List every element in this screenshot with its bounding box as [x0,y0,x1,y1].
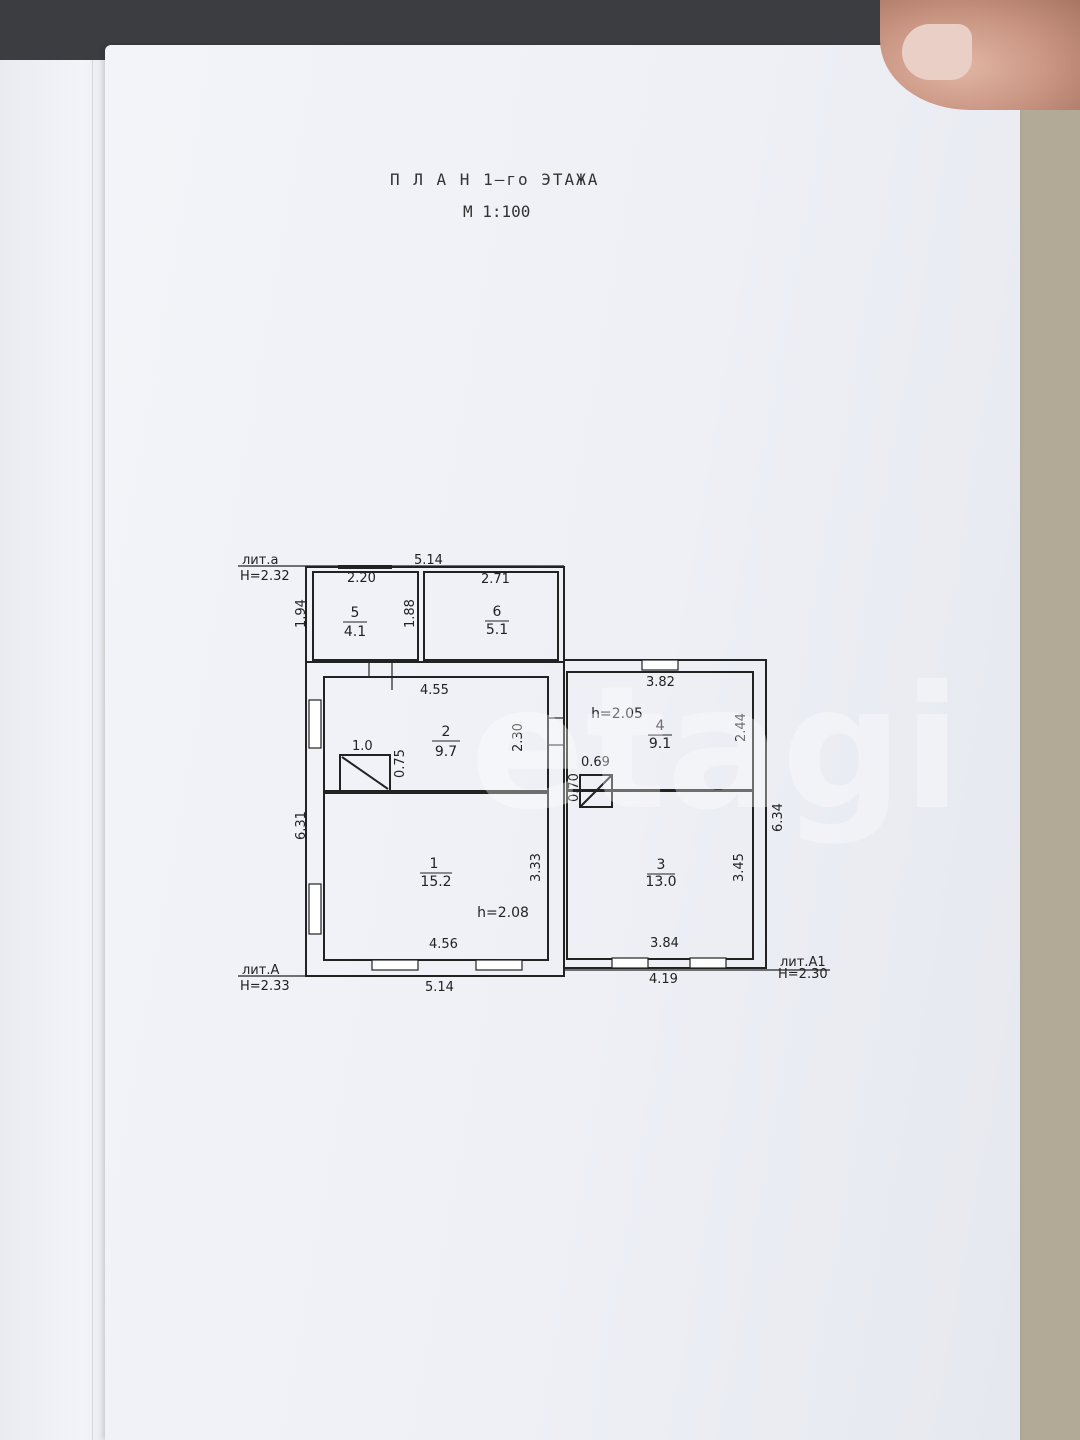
annex-outer-wall [305,566,565,663]
dim-closet-width: 0.69 [581,755,610,770]
label-h-bottom-left: Н=2.33 [240,979,290,994]
room-3-area: 13.0 [645,874,676,890]
label-lit-a: лит.А [242,963,279,978]
room-1-outline [323,792,549,961]
window [308,699,322,749]
label-h-bottom-right: Н=2.30 [778,967,828,982]
dim-left-side-total: 6.31 [294,811,309,840]
room-2-outline [323,676,549,792]
window [371,959,419,971]
window [641,659,679,671]
room-1-area: 15.2 [420,874,451,890]
room-1-height: h=2.08 [477,905,529,921]
room-6-number: 6 [493,604,502,620]
dim-room6-width: 2.71 [481,572,510,587]
plan-scale: М 1:100 [463,202,531,221]
room-3-number: 3 [657,857,666,873]
dim-room1-width: 4.56 [429,937,458,952]
page-edge [92,60,93,1440]
stair-diagonal [341,756,389,790]
window [308,883,322,935]
room-6-area: 5.1 [486,622,508,638]
watermark: etagi [470,650,962,848]
room-3-outline [566,790,754,960]
room-5-area: 4.1 [344,624,366,640]
dim-room4-width: 3.82 [646,675,675,690]
room-4-area: 9.1 [649,736,671,752]
dim-room5-height: 1.88 [403,599,418,628]
dim-room5-width: 2.20 [347,571,376,586]
label-lit-a1: лит.А1 [780,955,826,970]
dim-bottom-right-total: 4.19 [649,972,678,987]
closet [579,774,613,808]
fingernail [902,24,972,80]
dim-room1-height: 3.33 [529,853,544,882]
window [689,957,727,969]
room-6-outline [423,571,559,661]
top-wall-thick-segment [338,565,392,569]
room-2-number: 2 [442,724,451,740]
room-5-number: 5 [351,605,360,621]
paper-sheet [105,45,1020,1440]
room-5-outline [312,571,419,661]
dim-stair-width: 1.0 [352,739,373,754]
label-lit-a-small: лит.а [242,553,278,568]
left-page [0,60,120,1440]
room-4-number: 4 [656,718,665,734]
dim-room2-height: 2.30 [511,723,526,752]
room-1-number: 1 [430,856,439,872]
dim-room3-height: 3.45 [732,853,747,882]
room-4-height: h=2.05 [591,706,643,722]
dim-left-side-top: 1.94 [294,599,309,628]
dim-room3-width: 3.84 [650,936,679,951]
plan-title: П Л А Н 1–го ЭТАЖА [390,170,600,189]
dim-right-side-total: 6.34 [771,803,786,832]
label-h-top-left: Н=2.32 [240,569,290,584]
dim-bottom-left-total: 5.14 [425,980,454,995]
window [611,957,649,969]
dim-closet-height: 0.70 [567,773,582,802]
dim-room2-width: 4.55 [420,683,449,698]
finger [880,0,1080,110]
stair [339,754,391,792]
closet-diagonal [579,774,613,808]
window [475,959,523,971]
dim-top-total: 5.14 [414,553,443,568]
room-2-area: 9.7 [435,744,457,760]
dim-stair-height: 0.75 [393,749,408,778]
dim-room4-height: 2.44 [734,713,749,742]
